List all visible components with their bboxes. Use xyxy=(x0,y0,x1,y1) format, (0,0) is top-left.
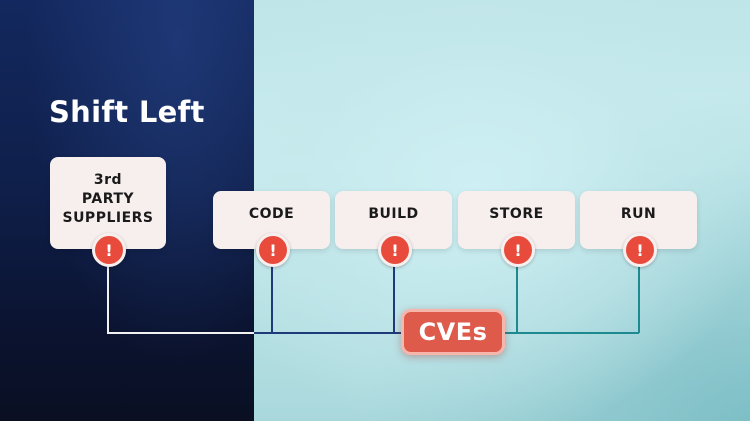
store-alert-icon: ! xyxy=(501,233,535,267)
build-alert-icon: ! xyxy=(378,233,412,267)
run-alert-icon: ! xyxy=(623,233,657,267)
suppliers-card: 3rd PARTY SUPPLIERS xyxy=(50,157,166,249)
supplier-connector-line xyxy=(107,262,254,334)
stage-card-store: STORE xyxy=(458,191,575,249)
stage-label-code: CODE xyxy=(248,205,295,222)
code-alert-icon: ! xyxy=(256,233,290,267)
suppliers-line-2: PARTY xyxy=(81,190,135,207)
suppliers-line-3: SUPPLIERS xyxy=(62,209,154,226)
stage-label-run: RUN xyxy=(620,205,657,222)
suppliers-line-1: 3rd xyxy=(93,171,123,188)
cves-badge: CVEs xyxy=(401,309,505,355)
stage-label-store: STORE xyxy=(489,205,544,222)
slide-title: Shift Left xyxy=(49,95,205,129)
suppliers-alert-icon: ! xyxy=(92,233,126,267)
stage-label-build: BUILD xyxy=(368,205,419,222)
